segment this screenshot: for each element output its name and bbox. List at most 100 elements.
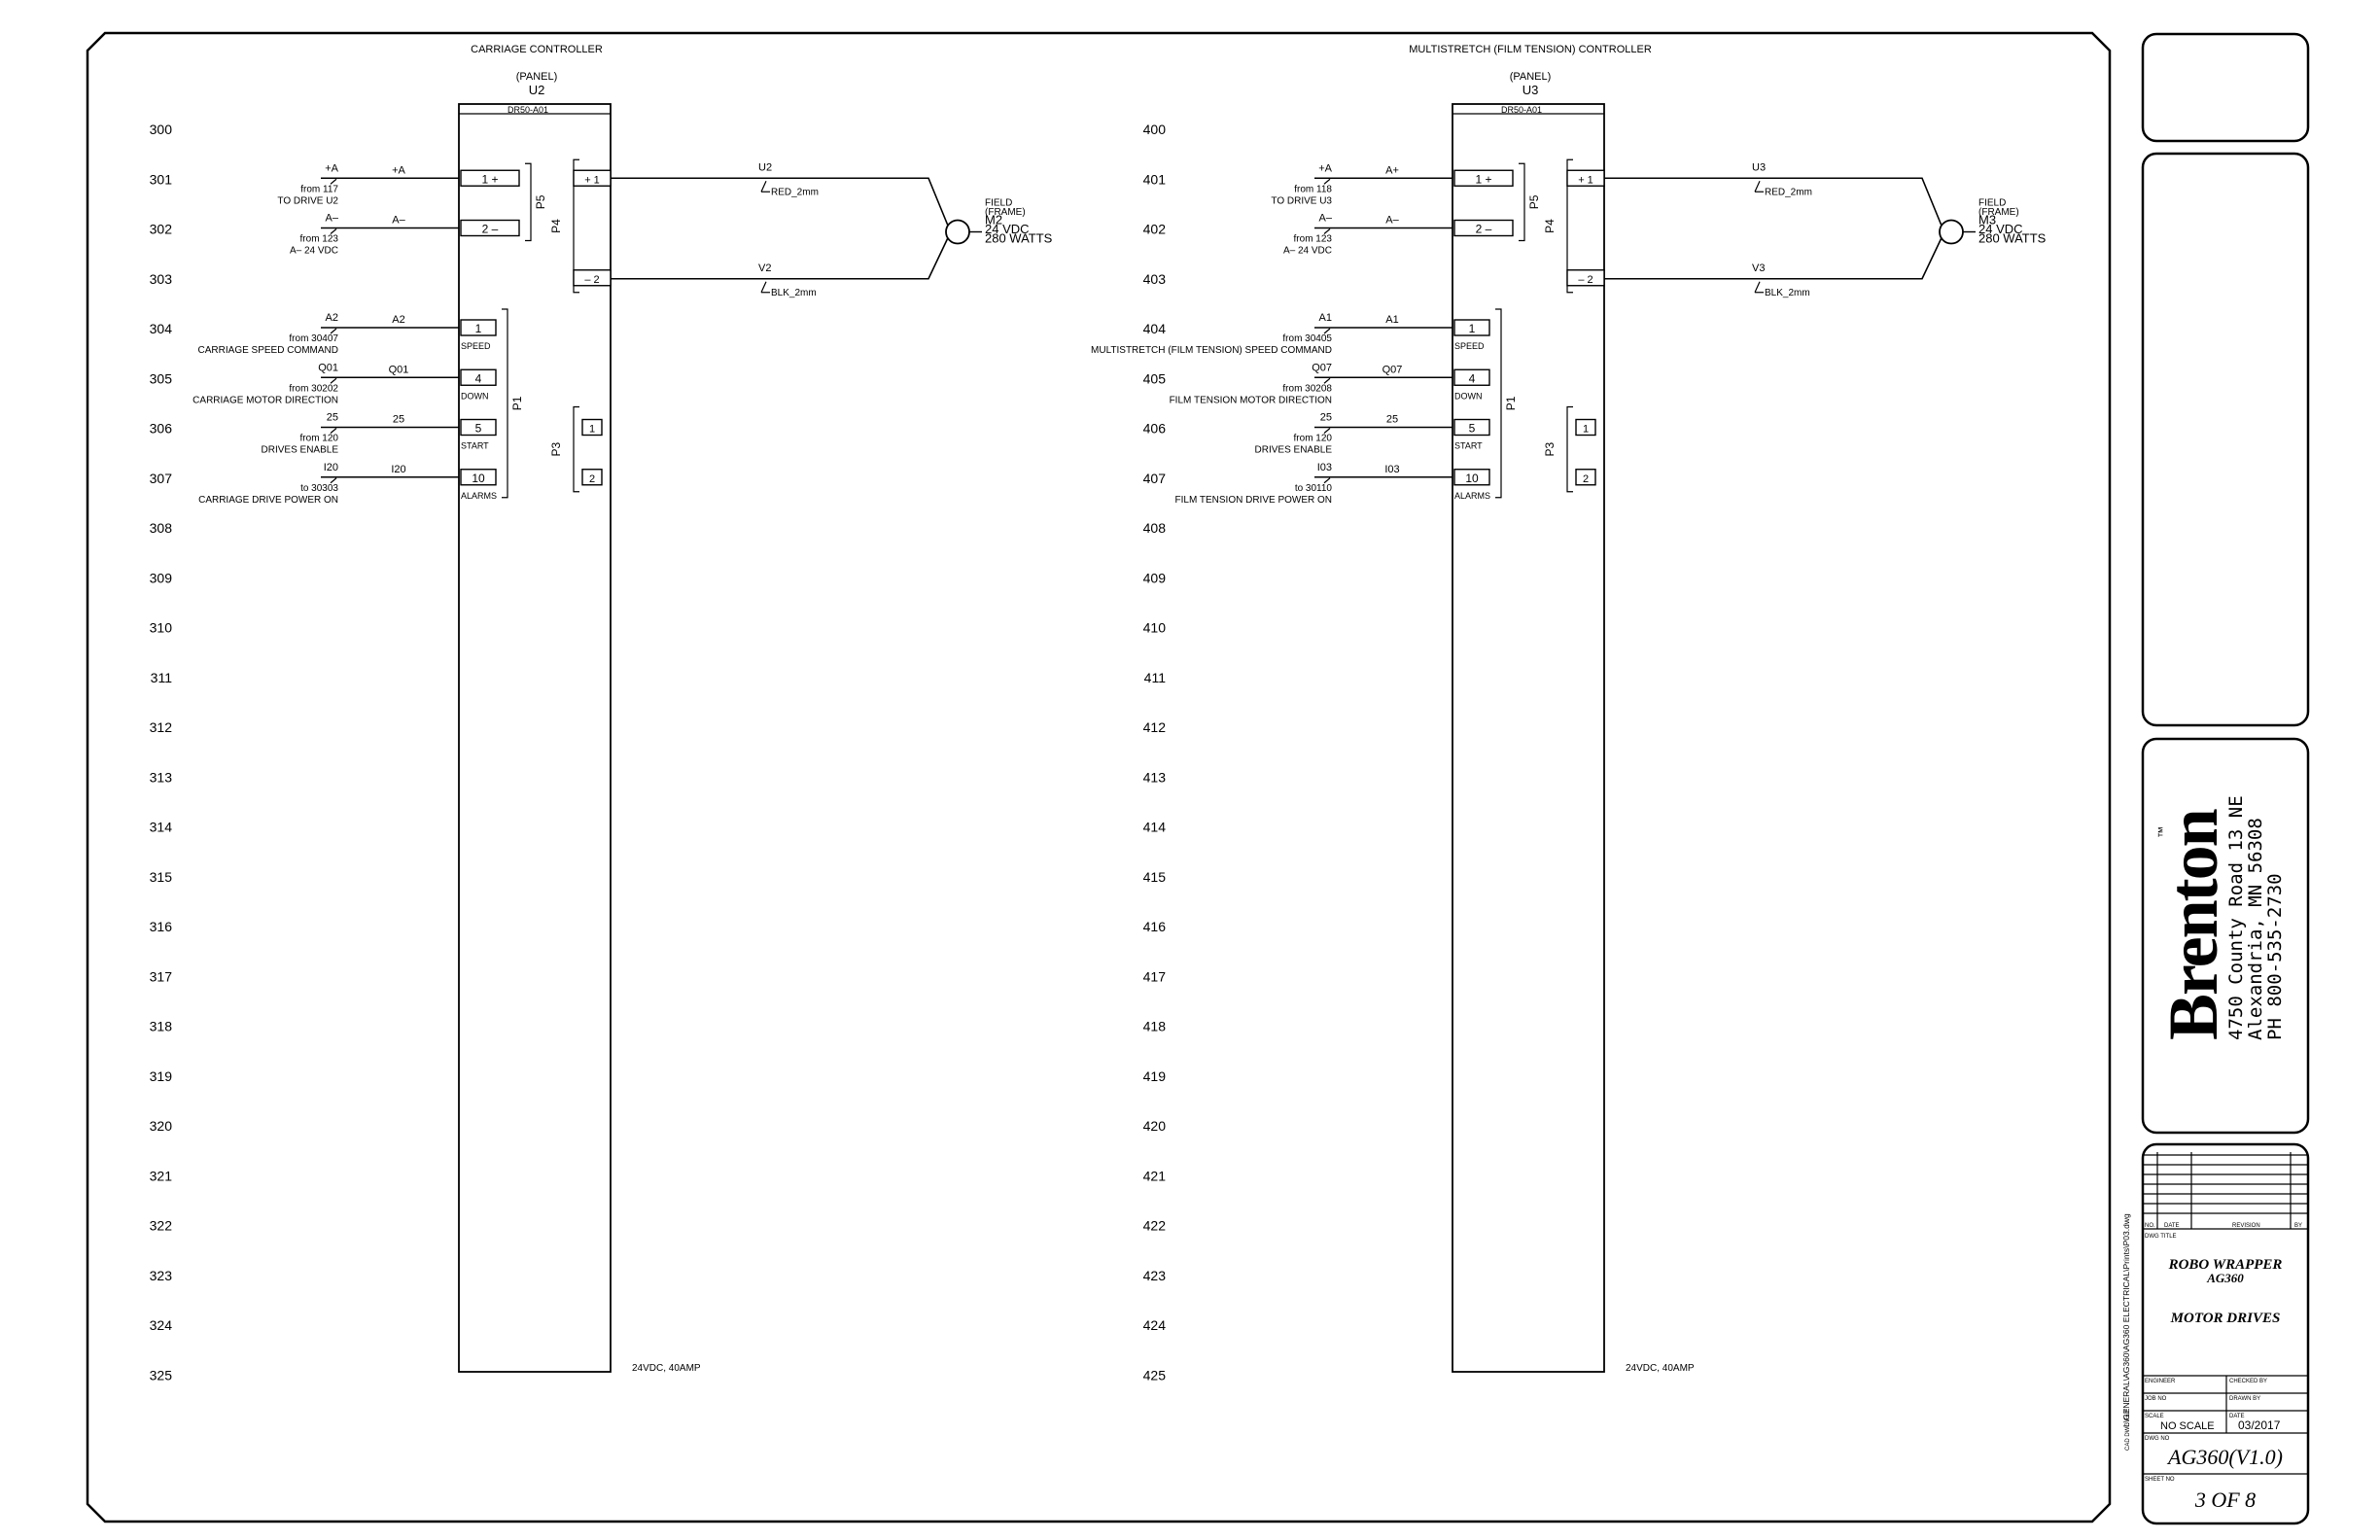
input-arrow-tick	[330, 328, 337, 334]
controller-title: CARRIAGE CONTROLLER	[471, 44, 603, 55]
rung-number: 304	[150, 321, 173, 336]
rung-number: 319	[150, 1068, 173, 1084]
input-source-desc: FILM TENSION DRIVE POWER ON	[1175, 495, 1333, 506]
address-line-2: Alexandria, MN 56308	[2245, 818, 2266, 1040]
input-terminal-box	[1453, 368, 1490, 386]
supply-note: 24VDC, 40AMP	[632, 1363, 701, 1374]
rung-number: 404	[1143, 321, 1167, 336]
input-source-ref: from 117	[300, 184, 338, 194]
rung-number: 316	[150, 919, 173, 934]
rung-number: 302	[150, 222, 173, 237]
carriage-controller-section: CARRIAGE CONTROLLER(PANEL)U2DR50-A013003…	[150, 44, 1053, 1382]
input-source-desc: CARRIAGE SPEED COMMAND	[198, 345, 338, 356]
output-terminal-label: – 2	[1578, 274, 1592, 286]
rung-number: 315	[150, 869, 173, 885]
drawing-border	[86, 31, 2112, 1523]
output-wire-id: V3	[1752, 262, 1765, 274]
input-wire-number: A1	[1385, 314, 1398, 326]
output-wire-color: BLK_2mm	[771, 288, 817, 298]
p3-terminal-label: 2	[589, 473, 595, 485]
rung-number: 424	[1143, 1317, 1167, 1333]
input-source-ref: from 123	[300, 234, 339, 245]
panel-label: (PANEL)	[1510, 71, 1552, 83]
controller-unit-label: U2	[529, 83, 545, 97]
input-source-tag: A2	[326, 312, 338, 324]
rung-number: 420	[1143, 1118, 1167, 1134]
input-arrow-tick	[1323, 377, 1331, 384]
multistretch-controller-section: MULTISTRETCH (FILM TENSION) CONTROLLER (P…	[1091, 44, 2047, 1382]
scale-value: NO SCALE	[2160, 1420, 2215, 1432]
input-source-ref: from 30208	[1282, 383, 1332, 394]
rung-number: 403	[1143, 271, 1167, 287]
rung-number: 417	[1143, 968, 1167, 984]
p3-bracket	[1566, 405, 1573, 493]
rung-number: 310	[150, 620, 173, 636]
address-line-1: 4750 County Road 13 NE	[2225, 795, 2247, 1040]
input-terminal-label: 2 –	[482, 223, 499, 236]
input-arrow-tick	[1323, 328, 1331, 334]
output-wire-u	[1604, 177, 1943, 228]
input-terminal-box	[460, 319, 497, 336]
motor-label: M3	[1978, 213, 1996, 228]
motor-label: M2	[985, 213, 1002, 228]
rung-number: 425	[1143, 1367, 1167, 1382]
controller-title: MULTISTRETCH (FILM TENSION) CONTROLLER	[1409, 44, 1652, 55]
rung-number: 314	[150, 820, 173, 835]
motor-label: (FRAME)	[985, 207, 1026, 218]
rung-number: 411	[1144, 670, 1167, 685]
input-arrow-tick	[330, 377, 337, 384]
input-wire-number: A–	[392, 215, 405, 227]
input-source-ref: from 123	[1294, 234, 1333, 245]
input-source-desc: FILM TENSION MOTOR DIRECTION	[1170, 395, 1332, 405]
rung-number: 407	[1143, 471, 1167, 486]
job-no-label: JOB NO	[2145, 1396, 2167, 1402]
p3-terminal-label: 1	[1583, 424, 1589, 436]
input-arrow-tick	[330, 477, 337, 484]
input-terminal-function: START	[1454, 441, 1483, 451]
input-arrow-tick	[1323, 228, 1331, 234]
input-arrow-tick	[1323, 477, 1331, 484]
input-terminal-box	[1453, 219, 1514, 237]
p3-terminal-box	[1575, 418, 1596, 437]
input-source-tag: +A	[325, 162, 338, 174]
input-source-ref: from 120	[1294, 434, 1333, 444]
rev-header-by: BY	[2294, 1223, 2302, 1229]
drawn-by-label: DRAWN BY	[2229, 1396, 2260, 1402]
input-wire-number: A+	[1385, 164, 1399, 176]
dwg-title-line-3: MOTOR DRIVES	[2170, 1311, 2281, 1326]
wire-label-tick	[1754, 181, 1761, 192]
brenton-logo: Brenton	[2154, 809, 2232, 1040]
input-terminal-box	[460, 418, 497, 437]
output-wire-color: RED_2mm	[1765, 187, 1812, 197]
input-terminal-box	[460, 219, 520, 237]
controller-model: DR50-A01	[508, 105, 548, 115]
panel-label: (PANEL)	[516, 71, 558, 83]
input-terminal-label: 2 –	[1476, 223, 1492, 236]
motor-label: (FRAME)	[1978, 207, 2019, 218]
checked-by-label: CHECKED BY	[2229, 1379, 2267, 1384]
input-source-desc: CARRIAGE DRIVE POWER ON	[198, 495, 338, 506]
rung-number: 324	[150, 1317, 173, 1333]
rung-number: 307	[150, 471, 173, 486]
input-arrow-tick	[1323, 428, 1331, 434]
input-terminal-box	[1453, 319, 1490, 336]
output-terminal-label: – 2	[584, 274, 599, 286]
input-arrow-tick	[330, 178, 337, 185]
rung-number: 325	[150, 1367, 173, 1382]
p3-terminal-box	[581, 418, 603, 437]
rung-number: 412	[1143, 719, 1167, 735]
output-wire-color: BLK_2mm	[1765, 288, 1810, 298]
input-source-ref: to 30110	[1295, 483, 1333, 494]
rung-number: 321	[150, 1168, 173, 1183]
input-terminal-function: SPEED	[461, 341, 491, 351]
dwg-title-line-2: AG360	[2206, 1271, 2244, 1285]
rung-number: 416	[1143, 919, 1167, 934]
input-source-tag: I03	[1317, 462, 1332, 473]
supply-note: 24VDC, 40AMP	[1626, 1363, 1695, 1374]
input-source-desc: CARRIAGE MOTOR DIRECTION	[192, 395, 338, 405]
motor-symbol	[1939, 219, 1964, 245]
input-wire-number: +A	[392, 164, 405, 176]
input-source-tag: Q07	[1312, 362, 1332, 373]
controller-box	[458, 103, 612, 1373]
title-block: Brenton ™ 4750 County Road 13 NE Alexand…	[2121, 32, 2310, 1525]
